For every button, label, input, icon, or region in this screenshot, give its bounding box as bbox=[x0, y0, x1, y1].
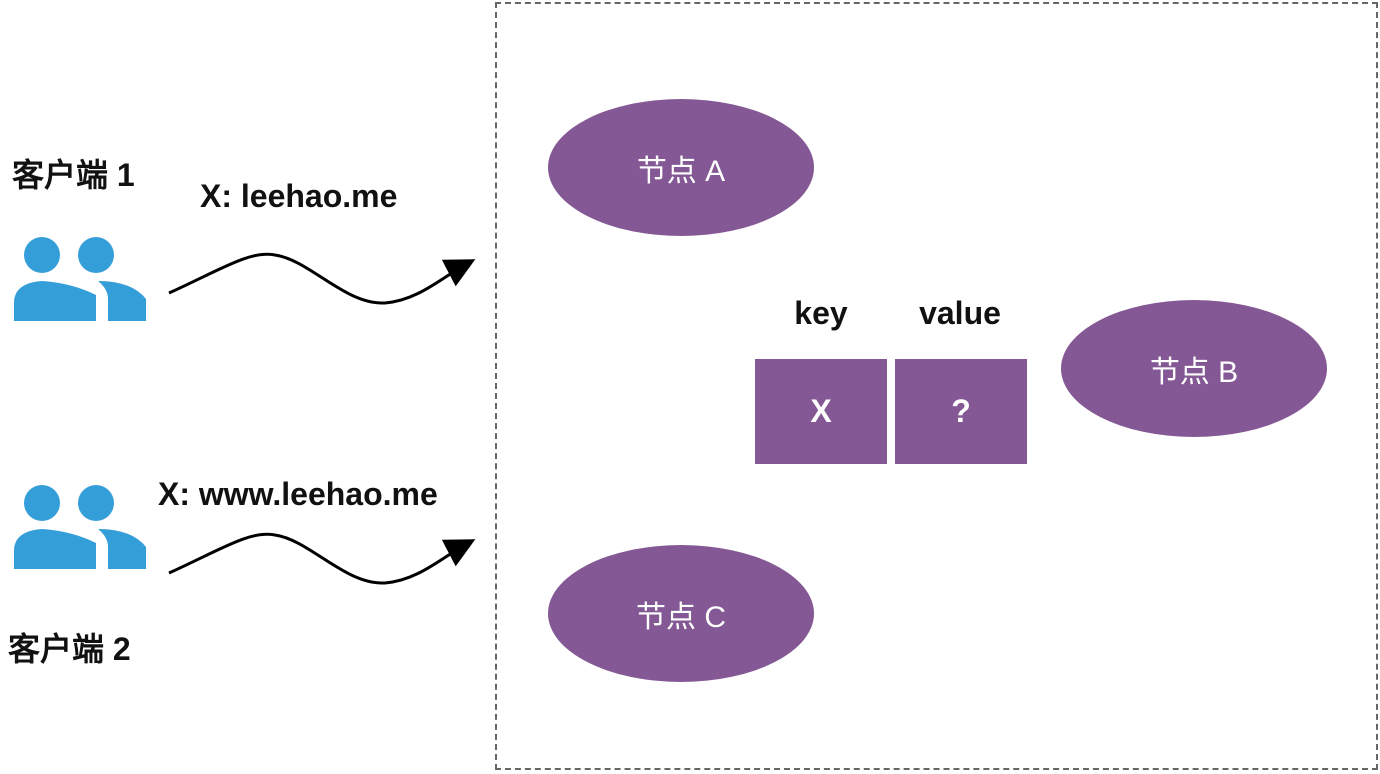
wavy-arrow-1 bbox=[168, 252, 476, 305]
key-header: key bbox=[794, 295, 848, 331]
client-1-label: 客户端 1 bbox=[12, 157, 135, 193]
node-c: 节点 C bbox=[548, 545, 814, 682]
users-icon bbox=[12, 483, 148, 571]
client-2-label: 客户端 2 bbox=[8, 631, 131, 667]
wavy-arrow-2 bbox=[168, 532, 476, 585]
request-label-2: X: www.leehao.me bbox=[158, 476, 438, 512]
node-b-label: 节点 B bbox=[1149, 355, 1239, 389]
value-cell-text: ? bbox=[951, 393, 971, 429]
node-c-label: 节点 C bbox=[636, 600, 726, 634]
value-cell: ? bbox=[895, 359, 1027, 464]
request-label-1: X: leehao.me bbox=[200, 178, 398, 214]
key-cell-text: X bbox=[810, 393, 832, 429]
node-a: 节点 A bbox=[548, 99, 814, 236]
value-header: value bbox=[919, 295, 1001, 331]
cluster-boundary bbox=[495, 2, 1378, 770]
node-b: 节点 B bbox=[1061, 300, 1327, 437]
users-icon bbox=[12, 235, 148, 323]
node-a-label: 节点 A bbox=[636, 154, 726, 188]
key-cell: X bbox=[755, 359, 887, 464]
